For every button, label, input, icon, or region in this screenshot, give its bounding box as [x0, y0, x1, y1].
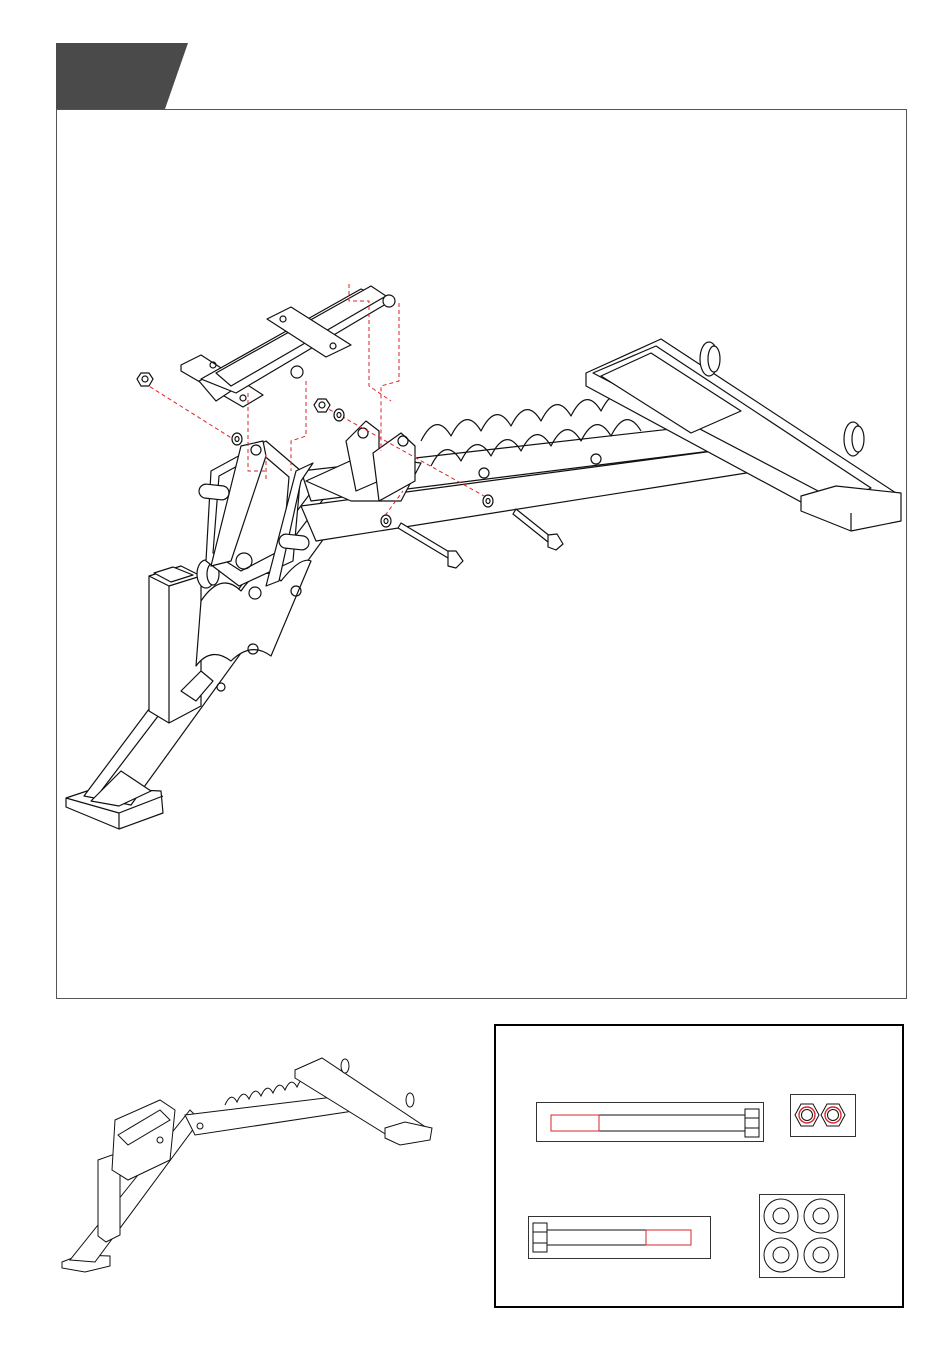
seat-bracket	[181, 286, 395, 407]
hardware-washers	[759, 1194, 845, 1278]
assembled-bench-preview	[50, 1045, 440, 1275]
hardware-lock-nuts	[790, 1094, 856, 1137]
center-bracket-tube	[306, 421, 421, 501]
exploded-assembly-diagram	[57, 110, 906, 998]
lock-nut-mid	[314, 399, 330, 412]
lock-nut-pair-icon	[791, 1095, 855, 1136]
step-tab	[0, 0, 200, 115]
washer-set-icon	[760, 1195, 844, 1277]
main-illustration-frame	[56, 109, 907, 999]
lock-nut-left	[137, 373, 153, 386]
hardware-box	[494, 1024, 904, 1308]
hardware-long-bolt	[536, 1102, 764, 1142]
short-bolt	[513, 509, 563, 550]
long-bolt	[398, 523, 463, 568]
hex-bolt-long-icon	[537, 1103, 763, 1141]
hardware-bolt	[528, 1216, 711, 1259]
hex-bolt-icon	[529, 1217, 710, 1258]
